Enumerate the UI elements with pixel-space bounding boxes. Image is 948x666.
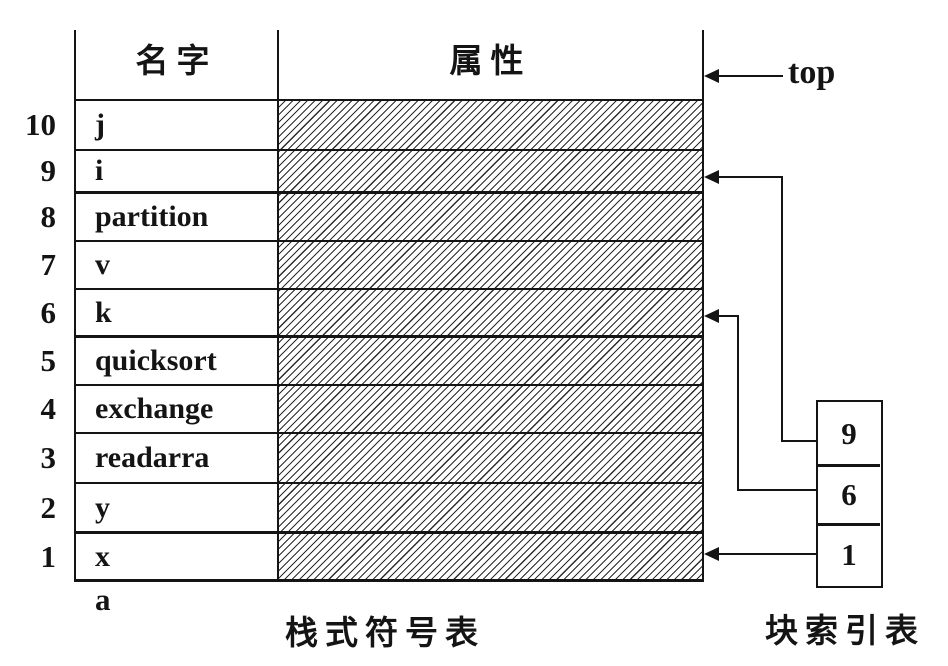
table-top-border bbox=[74, 99, 704, 101]
row-index-label: 10 bbox=[25, 107, 56, 142]
row-index-label: 5 bbox=[40, 343, 57, 378]
name-cell: k bbox=[95, 296, 112, 329]
top-pointer-label: top bbox=[788, 54, 836, 91]
name-cell: y bbox=[95, 491, 110, 524]
symbol-table-caption: 栈式符号表 bbox=[285, 616, 485, 652]
pointer-6-line-vertical bbox=[737, 315, 739, 490]
block-divider-9-8 bbox=[74, 191, 704, 194]
block-index-divider-6-1 bbox=[818, 523, 880, 526]
row-index-label: 8 bbox=[40, 199, 57, 234]
name-cell: readarra bbox=[95, 441, 210, 474]
name-cell: exchange bbox=[95, 392, 214, 425]
name-cell: quicksort bbox=[95, 344, 217, 377]
block-index-cell: 6 bbox=[841, 477, 857, 512]
name-cell: i bbox=[95, 154, 104, 187]
table-left-border bbox=[74, 30, 76, 581]
row-index-label: 2 bbox=[40, 490, 57, 525]
block-divider-2-1 bbox=[74, 531, 704, 534]
pointer-1-line-horizontal bbox=[714, 553, 819, 555]
top-arrow-icon bbox=[704, 69, 719, 83]
row-divider-5-4 bbox=[74, 384, 704, 386]
row-index-label: 3 bbox=[40, 440, 57, 475]
name-cell: partition bbox=[95, 200, 209, 233]
header-name-column: 名字 bbox=[135, 44, 218, 80]
pointer-9-line-vertical bbox=[781, 176, 783, 442]
row-index-label: 4 bbox=[40, 391, 57, 426]
top-arrow-line bbox=[714, 75, 783, 77]
block-index-divider-9-6 bbox=[818, 464, 880, 467]
pointer-1-arrow-icon bbox=[704, 547, 719, 561]
block-divider-6-5 bbox=[74, 335, 704, 338]
row-divider-8-7 bbox=[74, 240, 704, 242]
name-cell: x bbox=[95, 540, 110, 573]
pointer-6-line-horizontal bbox=[714, 315, 739, 317]
row-index-label: 9 bbox=[40, 153, 57, 188]
header-attribute-column: 属性 bbox=[449, 44, 532, 80]
pointer-6-arrow-icon bbox=[704, 309, 719, 323]
row-index-label: 7 bbox=[40, 247, 57, 282]
block-index-cell: 1 bbox=[841, 537, 857, 572]
below-table-label: a bbox=[95, 582, 111, 617]
block-index-table bbox=[816, 400, 883, 588]
row-divider-4-3 bbox=[74, 432, 704, 434]
table-right-border bbox=[702, 30, 704, 581]
row-index-label: 6 bbox=[40, 295, 57, 330]
pointer-9-arrow-icon bbox=[704, 170, 719, 184]
attribute-hatched-area bbox=[278, 100, 703, 579]
row-divider-3-2 bbox=[74, 482, 704, 484]
name-cell: v bbox=[95, 248, 110, 281]
block-index-caption: 块索引表 bbox=[765, 614, 925, 650]
pointer-9-line-horizontal bbox=[714, 176, 783, 178]
table-column-divider bbox=[277, 30, 279, 581]
pointer-6-line-to-cell bbox=[737, 489, 819, 491]
row-divider-10-9 bbox=[74, 149, 704, 151]
table-bottom-border bbox=[74, 579, 704, 582]
row-divider-7-6 bbox=[74, 288, 704, 290]
row-index-label: 1 bbox=[40, 539, 57, 574]
block-index-cell: 9 bbox=[841, 416, 857, 451]
pointer-9-line-to-cell bbox=[781, 440, 819, 442]
name-cell: j bbox=[95, 108, 105, 141]
